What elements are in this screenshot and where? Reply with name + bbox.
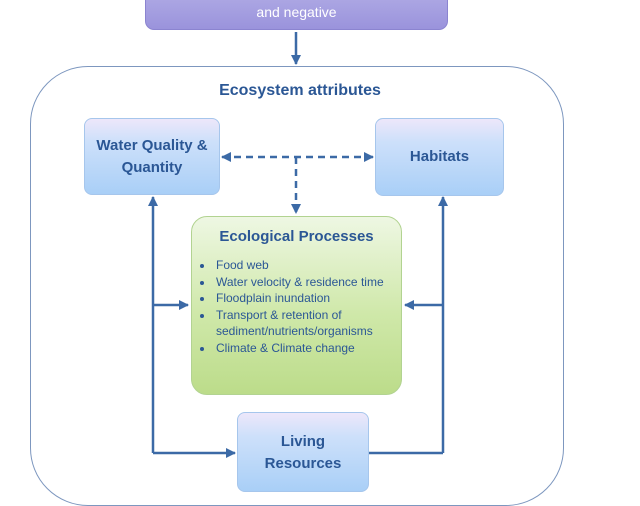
ecological-processes-box: Ecological Processes Food web Water velo… [191,216,402,395]
top-box-text: and negative [256,4,337,20]
living-resources-label-line1: Living [280,433,326,450]
habitats-label: Habitats [409,148,470,165]
list-item: Food web [214,257,410,274]
ecological-processes-title: Ecological Processes [219,228,374,245]
water-quality-box: Water Quality & Quantity [84,118,220,195]
habitats-box: Habitats [375,118,504,196]
list-item: Transport & retention of sediment/nutrie… [214,307,410,340]
ecological-processes-list: Food web Water velocity & residence time… [200,257,410,356]
living-resources-label-line2: Resources [264,455,342,472]
list-item: Climate & Climate change [214,340,410,357]
frame-title: Ecosystem attributes [219,82,381,99]
living-resources-box: Living Resources [237,412,369,492]
list-item: Floodplain inundation [214,290,410,307]
list-item: Water velocity & residence time [214,274,410,291]
water-quality-label-line1: Water Quality & [96,136,208,154]
water-quality-label-line2: Quantity [121,158,183,176]
arrows-layer [148,32,448,458]
top-box: and negative [145,0,448,30]
